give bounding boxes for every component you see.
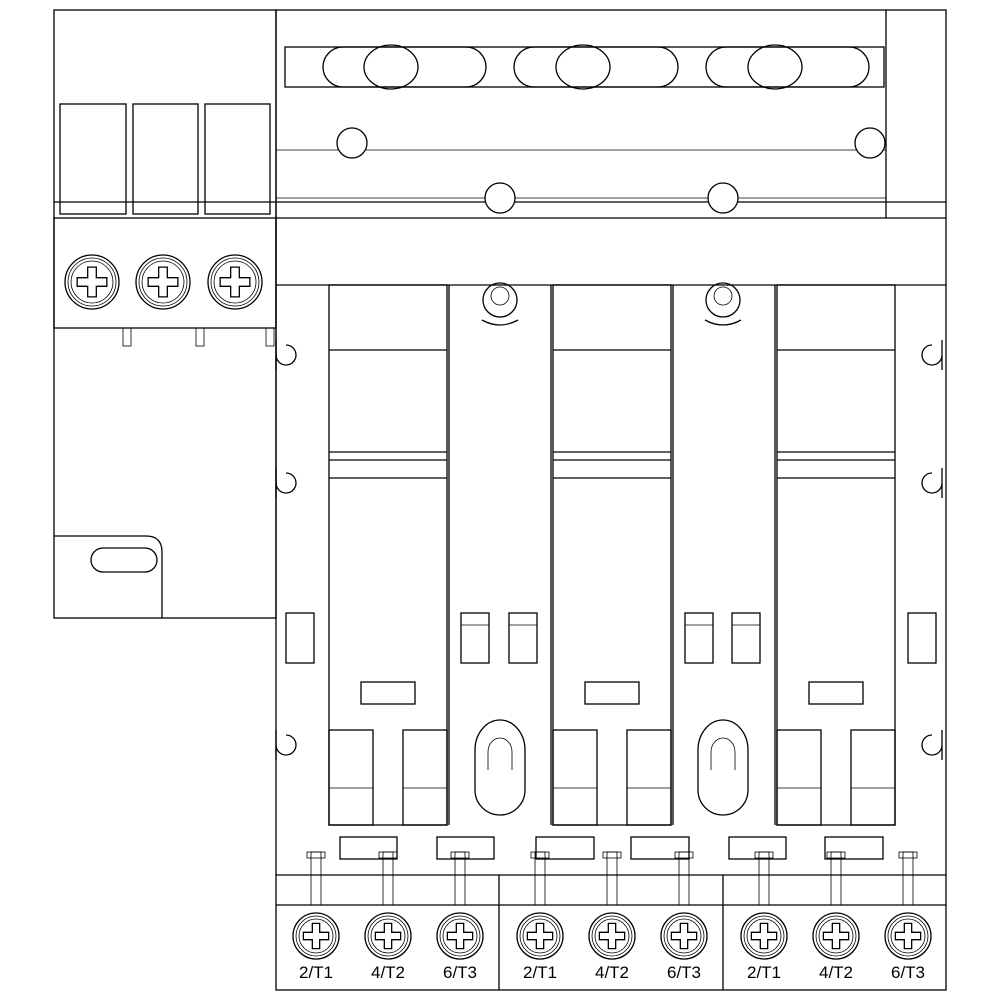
output-terminal-screw xyxy=(740,912,788,960)
top-oval-slot xyxy=(322,44,487,90)
auxiliary-module xyxy=(53,9,277,619)
bottom-tab xyxy=(824,836,884,860)
keyhole-slot xyxy=(697,719,749,816)
indicator-slot xyxy=(584,681,640,705)
terminal-label: 6/T3 xyxy=(891,963,925,982)
rivet-circle xyxy=(484,182,516,214)
terminal-label: 2/T1 xyxy=(747,963,781,982)
keyhole-slot xyxy=(474,719,526,816)
terminal-label: 6/T3 xyxy=(667,963,701,982)
separator-rail xyxy=(672,282,776,825)
main-body xyxy=(275,9,947,991)
side-hook xyxy=(275,730,297,760)
bottom-tab xyxy=(728,836,787,860)
aux-terminal-screw xyxy=(135,254,191,310)
output-terminal-screw xyxy=(364,912,412,960)
aux-terminal-screw xyxy=(207,254,263,310)
indicator-slot xyxy=(360,681,416,705)
bottom-tab xyxy=(630,836,690,860)
side-hook xyxy=(275,468,297,498)
mounting-slot xyxy=(90,547,158,573)
bottom-tab xyxy=(436,836,495,860)
pole-section xyxy=(328,284,448,826)
bottom-tab xyxy=(339,836,398,860)
terminal-label: 4/T2 xyxy=(371,963,405,982)
side-hook xyxy=(921,730,943,760)
bottom-tab xyxy=(535,836,595,860)
output-terminal-screw xyxy=(884,912,932,960)
output-terminal-screw xyxy=(588,912,636,960)
terminal-label: 4/T2 xyxy=(595,963,629,982)
indicator-slot xyxy=(808,681,864,705)
pole-section xyxy=(552,284,672,826)
aux-terminal-screw xyxy=(64,254,120,310)
output-terminal-screw xyxy=(660,912,708,960)
side-hook xyxy=(921,468,943,498)
terminal-label: 6/T3 xyxy=(443,963,477,982)
pole-section xyxy=(776,284,896,826)
side-hook xyxy=(275,340,297,370)
terminal-label: 2/T1 xyxy=(523,963,557,982)
separator-rail xyxy=(448,282,552,825)
output-terminal-screw xyxy=(436,912,484,960)
output-terminal-screw xyxy=(812,912,860,960)
terminal-label: 2/T1 xyxy=(299,963,333,982)
side-hook xyxy=(921,340,943,370)
side-slot xyxy=(285,612,315,664)
side-slot xyxy=(907,612,937,664)
terminal-label: 4/T2 xyxy=(819,963,853,982)
top-oval-slot xyxy=(705,44,870,90)
rivet-circle xyxy=(336,127,368,159)
top-oval-slot xyxy=(513,44,679,90)
output-terminal-screw xyxy=(516,912,564,960)
output-terminal-screw xyxy=(292,912,340,960)
rivet-circle xyxy=(707,182,739,214)
rivet-circle xyxy=(854,127,886,159)
